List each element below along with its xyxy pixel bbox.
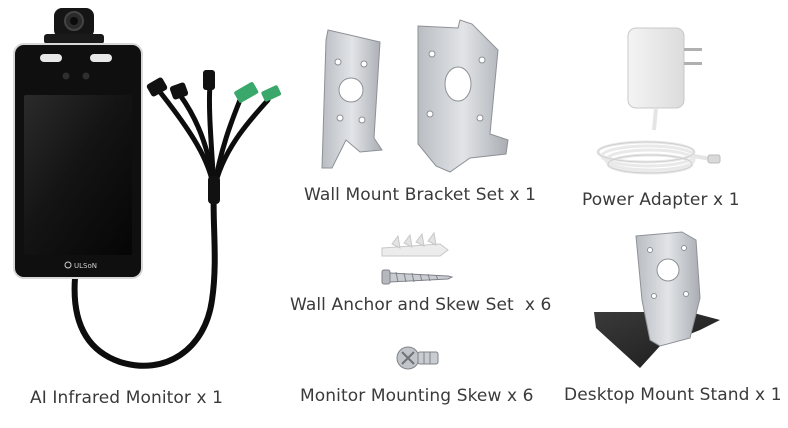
wall-bracket-caption: Wall Mount Bracket Set x 1 [304,185,537,205]
monitor-caption: AI Infrared Monitor x 1 [30,388,224,408]
monitor-brand-logo: ULSoN [74,262,97,270]
desktop-stand-caption: Desktop Mount Stand x 1 [564,385,782,405]
power-adapter-caption: Power Adapter x 1 [582,190,740,210]
wall-anchor-caption: Wall Anchor and Skew Set x 6 [290,295,552,315]
mounting-skew-caption: Monitor Mounting Skew x 6 [300,386,534,406]
